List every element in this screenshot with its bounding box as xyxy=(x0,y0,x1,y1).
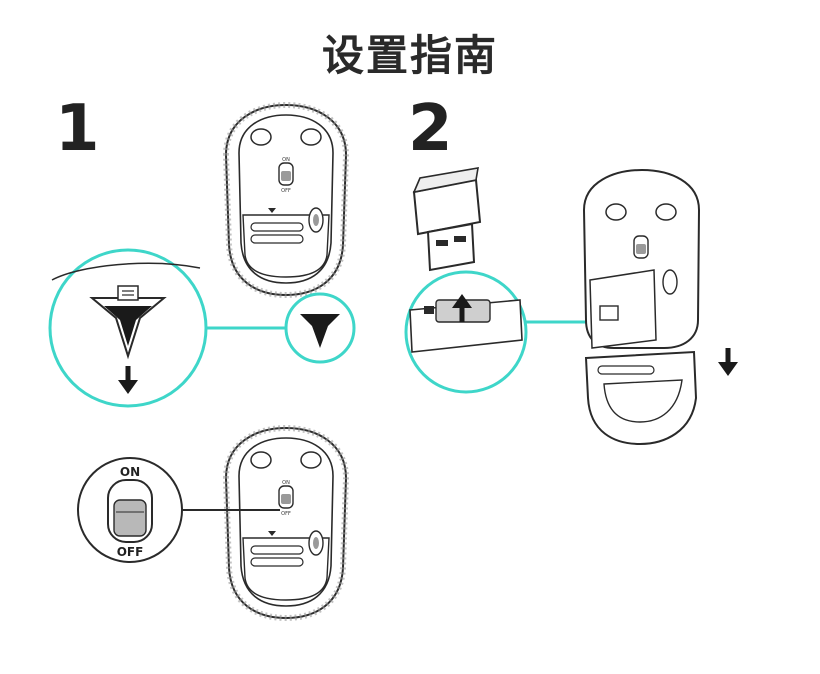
battery-tab-callout xyxy=(48,248,208,408)
switch-on-label: ON xyxy=(120,465,140,479)
power-switch-callout: ON OFF xyxy=(77,457,183,563)
mouse-bottom-icon xyxy=(226,428,346,618)
usb-receiver-icon xyxy=(412,167,482,272)
page-title: 设置指南 xyxy=(321,31,498,80)
step-1-number: 1 xyxy=(55,92,100,166)
switch-off-label: OFF xyxy=(117,545,144,559)
usb-slot-callout xyxy=(404,270,528,394)
down-arrow-icon xyxy=(718,348,738,376)
mouse-bottom-icon xyxy=(226,105,346,295)
step-2-number: 2 xyxy=(408,92,453,166)
mouse-open-icon xyxy=(582,168,701,446)
